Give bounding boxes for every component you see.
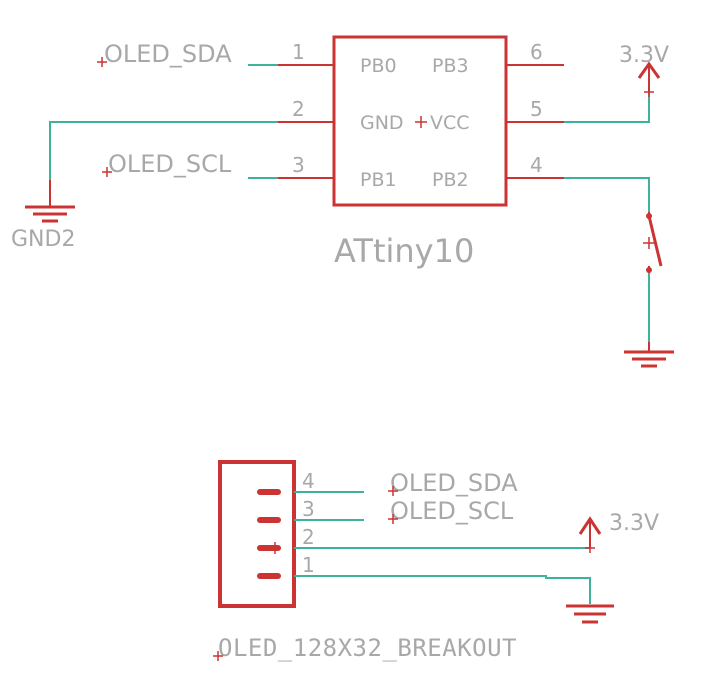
switch-symbol — [643, 212, 663, 273]
mcu-pin-gnd-label: GND — [360, 112, 404, 134]
connector-body — [218, 460, 296, 608]
net-label-sda-bottom: OLED_SDA — [390, 469, 518, 497]
connector-name-cross — [213, 651, 223, 661]
mcu-pin-4-number: 4 — [530, 153, 543, 177]
mcu-pin-1-number: 1 — [292, 40, 305, 64]
connector-pin-1-number: 1 — [302, 553, 315, 577]
ground-symbol-gnd2 — [25, 180, 75, 223]
net-label-gnd2: GND2 — [11, 227, 75, 252]
net-label-scl-top-cross — [102, 167, 112, 177]
connector-pin-4-number: 4 — [302, 469, 315, 493]
connector-pin-2-number: 2 — [302, 525, 315, 549]
ground-symbol-bottom — [566, 604, 614, 624]
connector-origin-cross — [269, 542, 281, 554]
mcu-name: ATtiny10 — [334, 232, 474, 270]
wire-vcc-top — [564, 92, 650, 123]
mcu-pin-2-number: 2 — [292, 97, 305, 121]
connector-pin-3-number: 3 — [302, 497, 315, 521]
mcu-pin-pb1-label: PB1 — [360, 169, 397, 191]
net-label-sda-top: OLED_SDA — [104, 40, 232, 68]
supply-arrow-3v3-bottom — [578, 516, 602, 553]
net-label-scl-bottom: OLED_SCL — [390, 497, 514, 525]
mcu-pin-pb2-label: PB2 — [432, 169, 469, 191]
net-label-sda-bottom-cross — [388, 486, 398, 496]
mcu-pin-6-number: 6 — [530, 40, 543, 64]
net-label-scl-top: OLED_SCL — [108, 150, 232, 178]
net-label-scl-bottom-cross — [388, 514, 398, 524]
net-label-3v3-bottom: 3.3V — [609, 511, 659, 536]
net-label-3v3-top: 3.3V — [619, 43, 669, 68]
mcu-pin-vcc-label: VCC — [430, 112, 470, 134]
mcu-pin-5-number: 5 — [530, 97, 543, 121]
mcu-pin-pb0-label: PB0 — [360, 55, 397, 77]
supply-arrow-3v3-top — [637, 61, 661, 97]
ground-symbol-switch — [624, 342, 674, 368]
mcu-pin-3-number: 3 — [292, 153, 305, 177]
wire-switch-top — [564, 177, 650, 212]
mcu-pin-pb3-label: PB3 — [432, 55, 469, 77]
wire-gnd-left — [49, 121, 278, 180]
mcu-origin-cross — [415, 116, 427, 128]
wire-gnd-bottom — [294, 575, 591, 604]
net-label-sda-top-cross — [97, 57, 107, 67]
connector-name: OLED_128X32_BREAKOUT — [218, 634, 517, 662]
